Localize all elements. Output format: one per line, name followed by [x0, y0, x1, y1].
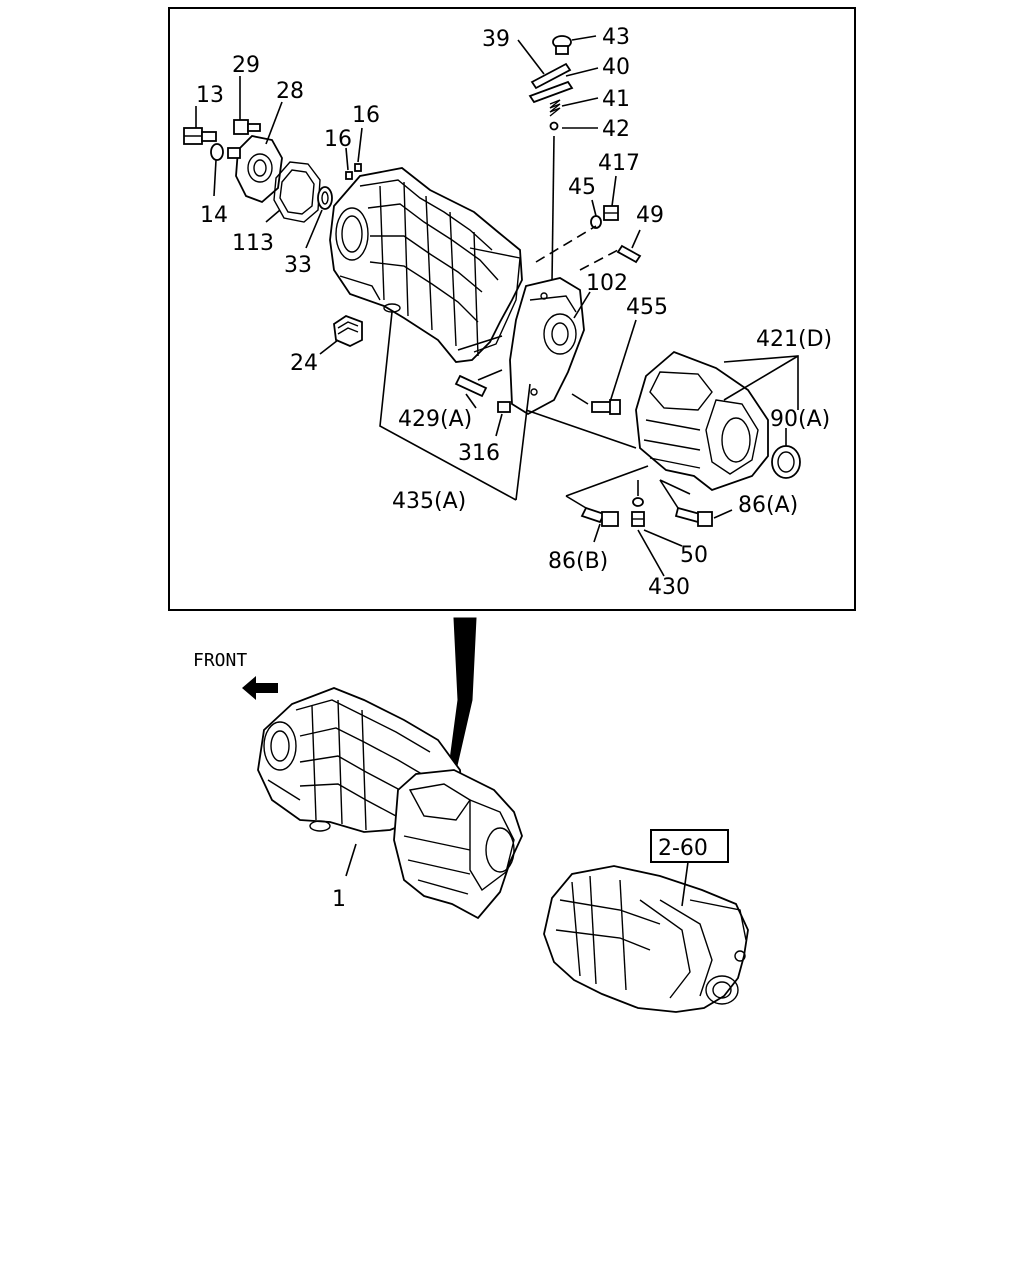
part-430-plug — [631, 511, 645, 527]
view-connector-wedge — [449, 617, 477, 772]
part-86b-bolt — [580, 506, 619, 527]
label-86b: 86(B) — [548, 549, 608, 574]
part-40-link — [528, 80, 574, 104]
front-label: FRONT — [193, 650, 247, 671]
label-86a: 86(A) — [738, 493, 798, 518]
label-42: 42 — [602, 117, 630, 142]
part-421-extension-housing — [635, 350, 769, 492]
front-arrow-icon — [242, 676, 278, 700]
leader-1 — [345, 843, 357, 877]
part-labels: 13 29 28 16 16 14 113 33 24 39 43 40 41 … — [193, 25, 832, 912]
label-113: 113 — [232, 231, 274, 256]
part-102-plate — [509, 277, 585, 416]
leader-42-vertical — [551, 135, 555, 283]
part-43-plug — [552, 35, 572, 55]
label-39: 39 — [482, 27, 510, 52]
label-2-60: 2-60 — [658, 836, 708, 861]
label-316: 316 — [458, 441, 500, 466]
part-2-60-transfer-case — [543, 865, 749, 1013]
diagram-frame — [168, 7, 856, 611]
label-50: 50 — [680, 543, 708, 568]
part-41-spring — [549, 99, 561, 117]
label-430: 430 — [648, 575, 690, 600]
part-13-bolt — [183, 127, 217, 145]
label-29: 29 — [232, 53, 260, 78]
main-transmission-case — [329, 167, 523, 363]
label-49: 49 — [636, 203, 664, 228]
label-16-a: 16 — [324, 127, 352, 152]
ref-box-2-60 — [650, 829, 729, 863]
label-28: 28 — [276, 79, 304, 104]
label-421: 421(D) — [756, 327, 832, 352]
label-429: 429(A) — [398, 407, 472, 432]
label-40: 40 — [602, 55, 630, 80]
leader-lines — [195, 35, 799, 577]
label-45: 45 — [568, 175, 596, 200]
label-33: 33 — [284, 253, 312, 278]
part-39-lever — [530, 62, 572, 90]
label-16-b: 16 — [352, 103, 380, 128]
part-24-plug — [333, 314, 363, 347]
part-42-ball — [549, 121, 559, 131]
part-429-pin — [454, 374, 488, 398]
label-455: 455 — [626, 295, 668, 320]
label-1: 1 — [332, 887, 346, 912]
part-113-gasket — [273, 161, 321, 223]
label-43: 43 — [602, 25, 630, 50]
part-316-key — [497, 401, 511, 413]
part-455-bolt — [591, 399, 621, 415]
leader-2-60 — [681, 861, 689, 907]
label-417: 417 — [598, 151, 640, 176]
part-86a-bolt — [674, 506, 713, 527]
part-29-bolt — [233, 119, 261, 135]
part-16-pin-b — [354, 163, 362, 172]
part-49-pin — [616, 244, 642, 264]
part-90-seal — [771, 445, 801, 479]
part-28-cover — [227, 135, 283, 204]
label-24: 24 — [290, 351, 318, 376]
label-90: 90(A) — [770, 407, 830, 432]
label-102: 102 — [586, 271, 628, 296]
part-1-assembled-transmission — [257, 687, 523, 920]
assembly-lines — [457, 225, 691, 509]
part-16-pin-a — [345, 171, 353, 180]
label-13: 13 — [196, 83, 224, 108]
part-417-plug — [603, 205, 619, 221]
part-33-seal — [317, 186, 333, 210]
label-14: 14 — [200, 203, 228, 228]
part-50-washer — [632, 497, 644, 507]
label-435: 435(A) — [392, 489, 466, 514]
part-14-washer — [210, 143, 224, 161]
label-41: 41 — [602, 87, 630, 112]
